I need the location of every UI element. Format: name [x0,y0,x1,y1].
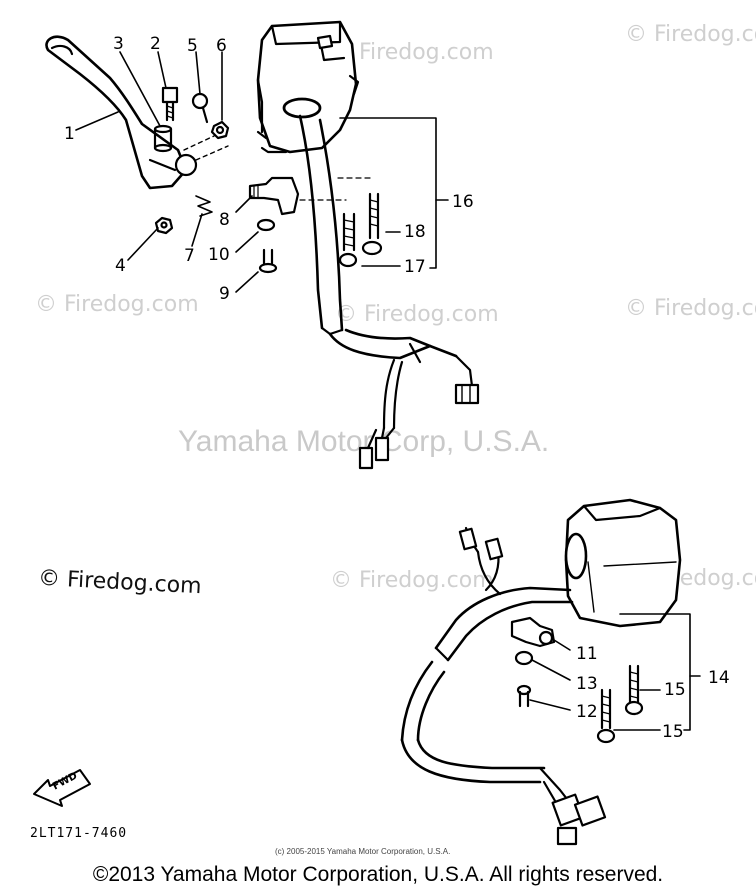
small-copyright: (c) 2005-2015 Yamaha Motor Corporation, … [275,847,451,856]
label-part-17: 17 [404,257,426,277]
watermark-site: © Firedog.com [625,22,756,47]
leader-lines-lower [529,613,701,731]
label-part-12: 12 [576,702,598,722]
left-switch-housing [256,20,360,154]
left-switch-cable [298,114,480,470]
nut-part-6 [210,120,230,140]
label-part-5: 5 [187,36,198,56]
screw-part-5 [191,92,209,124]
screw-part-15-lower [596,688,616,744]
label-part-4: 4 [115,256,126,276]
switch-part-11 [510,616,556,648]
watermark-site: © Firedog.com [335,302,499,327]
diagram-code: 2LT171-7460 [30,826,128,841]
label-part-8: 8 [219,210,230,230]
label-part-13: 13 [576,674,598,694]
brake-lever [45,35,229,190]
label-part-15-lower: 15 [662,722,684,742]
label-part-14: 14 [708,668,730,688]
screw-part-18 [361,192,383,256]
label-part-2: 2 [150,34,161,54]
label-part-1: 1 [64,124,75,144]
spring-part-7 [195,195,213,217]
screw-part-17 [338,212,358,268]
watermark-site: © Firedog.com [35,292,199,317]
collar-part-3 [153,124,173,153]
label-part-9: 9 [219,284,230,304]
label-part-3: 3 [113,34,124,54]
bolt-part-2 [161,86,179,122]
connector-part-8 [248,176,300,216]
nut-part-4 [154,216,174,235]
screw-part-9 [258,248,278,274]
label-part-16: 16 [452,192,474,212]
footer-copyright: ©2013 Yamaha Motor Corporation, U.S.A. A… [92,863,664,886]
label-part-15-upper: 15 [664,680,686,700]
watermark-site: © Firedog.com [330,40,494,65]
watermark-site: © Firedog.com [625,296,756,321]
screw-part-12 [516,684,532,708]
label-part-18: 18 [404,222,426,242]
label-part-6: 6 [216,36,227,56]
screw-part-15-upper [624,664,644,716]
washer-part-13 [514,650,534,666]
label-part-11: 11 [576,644,598,664]
watermark-site: © Firedog.com [330,568,494,593]
washer-part-10 [256,218,276,232]
label-part-10: 10 [208,245,230,265]
right-switch-housing [564,498,682,628]
forward-arrow-icon [33,769,91,807]
right-switch-cable [400,526,607,846]
leader-lines-upper [75,51,449,293]
label-part-7: 7 [184,246,195,266]
